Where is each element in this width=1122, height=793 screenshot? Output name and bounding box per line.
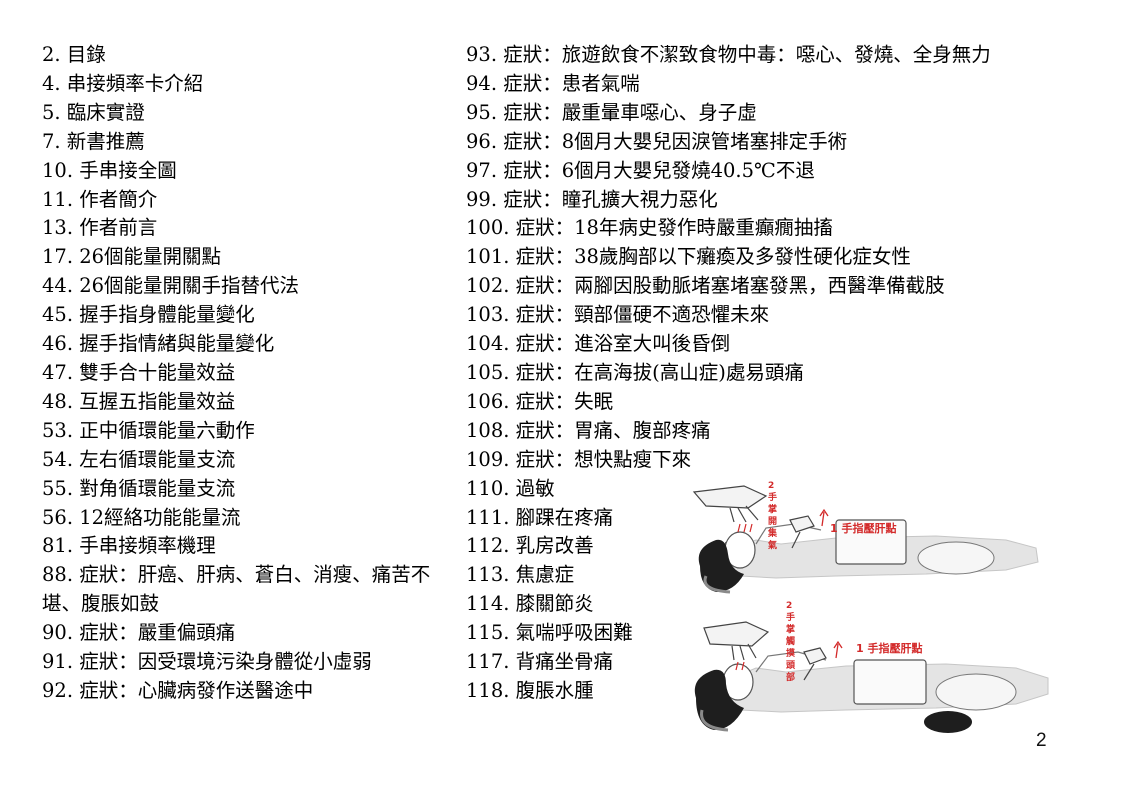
toc-entry: 91. 症狀：因受環境污染身體從小虛弱	[42, 650, 372, 674]
toc-entry: 48. 互握五指能量效益	[42, 389, 236, 413]
toc-entry: 99. 症狀：瞳孔擴大視力惡化	[466, 187, 718, 211]
toc-entry: 108. 症狀：胃痛、腹部疼痛	[466, 418, 711, 442]
toc-entry: 56. 12經絡功能能量流	[42, 505, 241, 529]
toc-entry: 104. 症狀：進浴室大叫後昏倒	[466, 332, 731, 356]
annotation-arrow	[833, 640, 843, 659]
toc-entry: 11. 作者簡介	[42, 187, 158, 211]
lying-person-illustration-top: 2 手 掌 開 集 氣 1 手指壓肝點	[692, 481, 1039, 594]
label-char: 掌	[768, 503, 777, 515]
toc-entry: 106. 症狀：失眠	[466, 389, 614, 413]
toc-entry: 90. 症狀：嚴重偏頭痛	[42, 621, 236, 645]
toc-entry: 5. 臨床實證	[42, 100, 145, 124]
head-pillow	[694, 669, 744, 732]
label-char: 觸	[786, 635, 795, 647]
helper-hands	[692, 485, 815, 549]
toc-entry: 81. 手串接頻率機理	[42, 534, 216, 558]
toc-entry: 93. 症狀：旅遊飲食不潔致食物中毒：噁心、發燒、全身無力	[466, 43, 991, 66]
knee-cushion	[924, 711, 972, 733]
toc-entry: 100. 症狀：18年病史發作時嚴重癲癇抽搐	[466, 216, 833, 240]
toc-entry: 109. 症狀：想快點瘦下來	[466, 447, 692, 471]
toc-entry: 44. 26個能量開關手指替代法	[42, 274, 300, 298]
toc-entry: 46. 握手指情緒與能量變化	[42, 332, 275, 356]
toc-entry: 54. 左右循環能量支流	[42, 447, 236, 471]
toc-entry: 94. 症狀：患者氣喘	[466, 71, 640, 95]
toc-entry: 102. 症狀：兩腳因股動脈堵塞堵塞發黑，西醫準備截肢	[466, 274, 945, 298]
illustration-caption: 1 手指壓肝點	[856, 641, 922, 655]
toc-entry: 17. 26個能量開關點	[42, 245, 222, 269]
toc-entry: 117. 背痛坐骨痛	[466, 650, 614, 674]
label-char: 摸	[786, 647, 796, 659]
toc-entry: 13. 作者前言	[42, 216, 158, 240]
toc-entry: 95. 症狀：嚴重暈車噁心、身子虛	[466, 100, 757, 124]
helper-hands	[703, 621, 827, 681]
toc-left-column: 2. 目錄 4. 串接頻率卡介紹 5. 臨床實證 7. 新書推薦 10. 手串接…	[42, 41, 432, 706]
lying-person-illustration-bottom: 2 手 掌 觸 摸 頭 部 1 手指壓肝點	[694, 601, 1049, 733]
label-char: 部	[786, 671, 795, 683]
toc-entry: 55. 對角循環能量支流	[42, 476, 236, 500]
label-char: 手	[768, 491, 777, 503]
label-char: 氣	[768, 539, 777, 551]
label-char: 頭	[786, 660, 796, 671]
head-pillow	[698, 539, 744, 594]
toc-entry: 2. 目錄	[42, 43, 106, 66]
toc-entry: 105. 症狀：在高海拔(高山症)處易頭痛	[466, 360, 804, 384]
toc-entry: 92. 症狀：心臟病發作送醫途中	[42, 678, 314, 702]
toc-entry: 114. 膝關節炎	[466, 592, 594, 616]
toc-entry: 113. 焦慮症	[466, 563, 575, 587]
reclining-body-figure	[723, 519, 1039, 579]
label-char: 開	[768, 516, 777, 527]
toc-entry: 97. 症狀：6個月大嬰兒發燒40.5℃不退	[466, 158, 815, 182]
toc-entry: 101. 症狀：38歲胸部以下癱瘓及多發性硬化症女性	[466, 245, 911, 269]
toc-right-column: 93. 症狀：旅遊飲食不潔致食物中毒：噁心、發燒、全身無力 94. 症狀：患者氣…	[466, 41, 1111, 706]
toc-entry: 45. 握手指身體能量變化	[42, 303, 255, 327]
toc-entry: 111. 腳踝在疼痛	[466, 505, 614, 529]
vertical-red-label: 2 手 掌 開 集 氣	[767, 481, 778, 551]
toc-entry: 10. 手串接全圖	[42, 158, 177, 182]
toc-entry: 112. 乳房改善	[466, 534, 594, 558]
label-char: 集	[767, 527, 778, 539]
label-char: 2	[768, 481, 774, 491]
toc-entry: 47. 雙手合十能量效益	[42, 360, 236, 384]
toc-entry: 115. 氣喘呼吸困難	[466, 621, 633, 645]
toc-entry: 88. 症狀：肝癌、肝病、蒼白、消瘦、痛苦不堪、腹脹如鼓	[42, 563, 431, 616]
vertical-red-label: 2 手 掌 觸 摸 頭 部	[786, 601, 796, 683]
toc-entry: 96. 症狀：8個月大嬰兒因淚管堵塞排定手術	[466, 129, 848, 153]
toc-entry: 7. 新書推薦	[42, 129, 145, 153]
annotation-arrow	[819, 508, 829, 527]
toc-entry: 103. 症狀：頸部僵硬不適恐懼未來	[466, 303, 770, 327]
label-char: 2	[786, 601, 792, 611]
label-char: 掌	[786, 623, 795, 635]
toc-entry: 110. 過敏	[466, 476, 555, 500]
toc-entry: 4. 串接頻率卡介紹	[42, 71, 204, 95]
illustration-caption: 1 手指壓肝點	[830, 521, 896, 535]
toc-entry: 118. 腹脹水腫	[466, 678, 594, 702]
toc-entry: 53. 正中循環能量六動作	[42, 418, 255, 442]
label-char: 手	[786, 611, 795, 623]
page-number: 2	[1036, 730, 1047, 751]
reclining-body-figure	[721, 651, 1049, 713]
